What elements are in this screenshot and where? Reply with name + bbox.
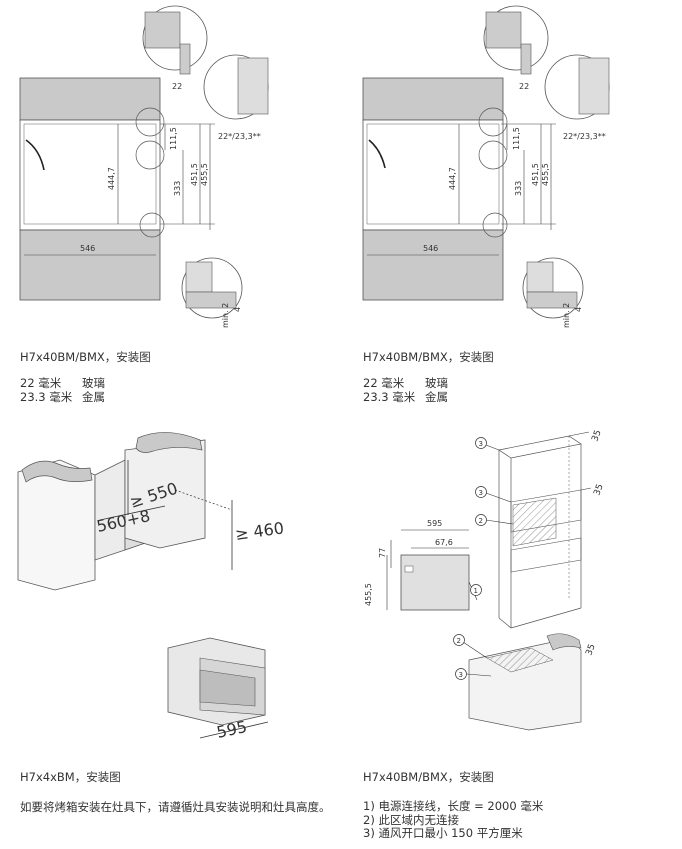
marker-label: 2 <box>479 517 483 525</box>
dim-w595: 595 <box>427 519 442 528</box>
dim-min: min. 2 <box>221 303 230 328</box>
dim-gap: 22 <box>172 82 182 91</box>
caption-bottom-right: H7x40BM/BMX，安装图 <box>363 770 494 784</box>
dim-h4: 451,5 <box>190 163 199 186</box>
panel-bottom-left: ≥ 550 560+8 ≥ 460 595 H7x4xBM，安装图 如要将烤箱安… <box>0 420 341 849</box>
marker-label: 1 <box>474 587 478 595</box>
dim-w: 546 <box>80 244 95 253</box>
dim-h77: 77 <box>378 548 387 558</box>
dim-h4: 451,5 <box>531 163 540 186</box>
dim-w: 546 <box>423 244 438 253</box>
caption-top-right: H7x40BM/BMX，安装图 <box>363 350 494 364</box>
dim-ge460: ≥ 460 <box>234 518 285 544</box>
dim-35a: 35 <box>590 429 603 443</box>
dim-h4555: 455,5 <box>364 583 373 606</box>
panel-top-right: 22 22*/23,3** 111,5 444,7 333 451,5 455,… <box>341 0 682 420</box>
note-row: 23.3 毫米金属 <box>363 389 448 405</box>
marker-label: 2 <box>457 637 461 645</box>
marker-label: 3 <box>479 489 483 497</box>
marker-3 <box>475 437 487 449</box>
dim-h3: 333 <box>173 181 182 196</box>
dim-h5: 455,5 <box>541 163 550 186</box>
note-material: 金属 <box>82 389 105 404</box>
note-row: 22 毫米 玻璃 <box>20 376 105 391</box>
dim-h2: 444,7 <box>107 167 116 190</box>
marker-3 <box>455 668 467 680</box>
dim-35c: 35 <box>584 643 597 657</box>
note-material: 玻璃 <box>425 376 448 390</box>
installation-drawing-niche: ≥ 550 560+8 ≥ 460 595 <box>17 432 285 742</box>
installation-drawing-column: 3 3 2 1 2 3 35 35 35 595 67,6 77 455,5 <box>364 429 606 731</box>
marker-label: 3 <box>459 671 463 679</box>
dim-h5: 455,5 <box>200 163 209 186</box>
notes-top-right: 22 毫米 玻璃 23.3 毫米金属 <box>363 376 448 405</box>
caption-top-left: H7x40BM/BMX，安装图 <box>20 350 151 364</box>
panel-bottom-right: 3 3 2 1 2 3 35 35 35 595 67,6 77 455,5 H… <box>341 420 682 849</box>
notes-top-left: 22 毫米 玻璃 23.3 毫米金属 <box>20 376 105 405</box>
note-value: 23.3 毫米 <box>20 389 73 404</box>
note-material: 金属 <box>425 389 448 404</box>
note-material: 玻璃 <box>82 376 105 390</box>
dim-min: min. 2 <box>562 303 571 328</box>
dim-gap2: 22*/23,3** <box>563 132 606 141</box>
dim-h1: 111,5 <box>169 127 178 150</box>
dim-h1: 111,5 <box>512 127 521 150</box>
dim-gap: 22 <box>519 82 529 91</box>
dim-h2: 444,7 <box>448 167 457 190</box>
panel-top-left: 22 22*/23,3** 111,5 444,7 333 451,5 455,… <box>0 0 341 420</box>
dim-gap2: 22*/23,3** <box>218 132 261 141</box>
dim-h3: 333 <box>514 181 523 196</box>
dim-w676: 67,6 <box>435 538 453 547</box>
marker-1 <box>470 584 482 596</box>
marker-2 <box>453 634 465 646</box>
note-row: 22 毫米 玻璃 <box>363 376 448 391</box>
marker-3 <box>475 486 487 498</box>
note-item: 1) 电源连接线，长度 = 2000 毫米 <box>363 799 544 813</box>
note-value: 23.3 毫米 <box>363 389 416 404</box>
note-item: 2) 此区域内无连接 <box>363 812 459 827</box>
caption-bottom-left: H7x4xBM，安装图 <box>20 770 121 784</box>
dim-four: 4 <box>233 307 242 312</box>
note-value: 22 毫米 <box>363 376 405 390</box>
notes-bottom-right: 1) 电源连接线，长度 = 2000 毫米 2) 此区域内无连接 3) 通风开口… <box>363 799 544 841</box>
note-value: 22 毫米 <box>20 376 62 390</box>
note-item: 3) 通风开口最小 150 平方厘米 <box>363 826 523 840</box>
marker-label: 3 <box>479 440 483 448</box>
install-paragraph: 如要将烤箱安装在灶具下，请遵循灶具安装说明和灶具高度。 <box>20 800 331 814</box>
dim-four: 4 <box>574 307 583 312</box>
installation-drawing-side: 22 22*/23,3** 111,5 444,7 333 451,5 455,… <box>362 5 610 328</box>
dim-35b: 35 <box>592 483 605 497</box>
marker-2 <box>475 514 487 526</box>
note-row: 23.3 毫米金属 <box>20 389 105 405</box>
installation-drawing-side: 22 22*/23,3** 111,5 444,7 333 451,5 455,… <box>19 5 269 328</box>
